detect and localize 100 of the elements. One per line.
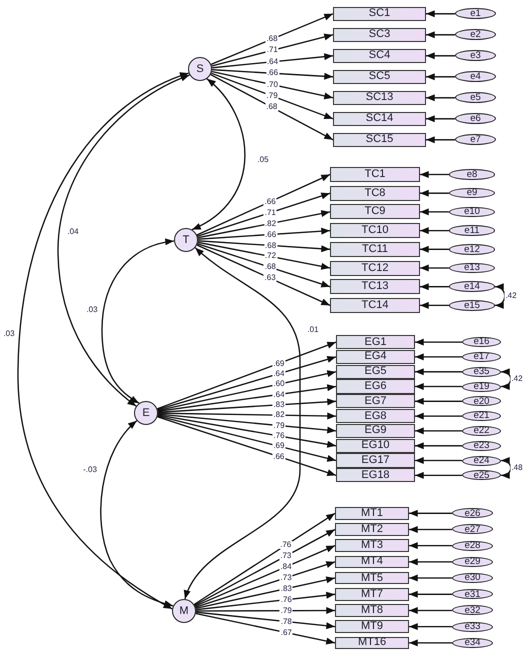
observed-variable-box	[330, 298, 420, 313]
variable-name: EG5	[364, 366, 386, 378]
error-term-ellipse	[452, 605, 493, 616]
variable-name: TC11	[362, 244, 388, 255]
error-term-ellipse	[462, 396, 501, 406]
loading-value: .73	[279, 552, 292, 560]
variable-name: SC13	[366, 92, 394, 104]
observed-variable-box	[336, 468, 415, 482]
loading-value: .60	[272, 380, 286, 388]
factor-loading-arrow	[198, 240, 330, 252]
error-name: e11	[464, 226, 480, 236]
error-term-ellipse	[455, 71, 496, 82]
covariance-arrow	[101, 238, 174, 404]
covariance-value: .01	[306, 326, 320, 334]
error-covariance-arrow	[500, 369, 512, 390]
observed-variable-box	[336, 424, 415, 438]
loading-value: .70	[266, 80, 279, 89]
covariance-value: .42	[504, 292, 518, 300]
observed-variable-box	[335, 572, 409, 584]
error-covariance-arrow	[500, 458, 512, 478]
factor-loading-arrow	[196, 592, 336, 610]
loading-value: .76	[280, 596, 293, 604]
error-term-ellipse	[455, 8, 496, 20]
loading-value: .79	[280, 606, 293, 615]
error-name: e9	[466, 188, 478, 198]
observed-variable-box	[333, 28, 426, 42]
variable-name: MT1	[361, 508, 383, 519]
factor-loading-arrow	[157, 416, 336, 476]
variable-name: EG18	[361, 470, 390, 481]
factor-loading-arrow	[157, 356, 336, 410]
variable-name: TC12	[362, 262, 388, 274]
factor-loading-arrow	[158, 384, 336, 412]
factor-loading-arrow	[197, 243, 330, 288]
error-arrow	[420, 208, 449, 216]
error-term-ellipse	[449, 262, 495, 274]
error-term-ellipse	[455, 113, 496, 124]
covariance-value: .05	[256, 156, 270, 164]
factor-loading-arrow	[197, 192, 330, 237]
error-arrow	[409, 623, 452, 630]
error-arrow	[426, 94, 455, 102]
variable-name: MT5	[361, 572, 383, 584]
loading-value: .72	[264, 252, 278, 260]
error-name: e23	[474, 441, 490, 450]
error-term-ellipse	[449, 300, 495, 311]
error-arrow	[409, 558, 452, 566]
variable-name: SC1	[368, 8, 390, 20]
error-arrow	[415, 338, 462, 346]
covariance-value: .42	[510, 375, 524, 384]
loading-value: .66	[266, 69, 280, 78]
loading-value: .76	[279, 541, 292, 550]
observed-variable-box	[335, 636, 409, 650]
factor-name: M	[179, 606, 189, 616]
error-term-ellipse	[449, 206, 495, 218]
factor-loading-arrow	[198, 228, 330, 240]
covariance-arrow	[17, 72, 189, 610]
variable-name: SC5	[368, 71, 390, 82]
error-term-ellipse	[452, 573, 493, 584]
error-term-ellipse	[462, 456, 501, 466]
covariance-value: .03	[85, 306, 99, 314]
observed-variable-box	[336, 394, 415, 408]
error-term-ellipse	[449, 225, 495, 236]
observed-variable-box	[333, 49, 426, 62]
observed-variable-box	[336, 409, 415, 424]
factor-loading-arrow	[210, 13, 334, 65]
error-name: e20	[474, 396, 490, 406]
variable-name: EG9	[364, 425, 386, 436]
factor-loading-arrow	[212, 69, 334, 80]
error-arrow	[420, 190, 449, 197]
covariance-value: -.03	[82, 466, 98, 474]
error-arrow	[409, 574, 452, 582]
observed-variable-box	[335, 523, 409, 536]
observed-variable-box	[333, 133, 426, 146]
factor-loading-arrow	[196, 612, 336, 645]
factor-loading-arrow	[156, 342, 336, 410]
error-arrow	[415, 398, 462, 405]
factor-loading-arrow	[195, 561, 336, 608]
error-name: e30	[464, 573, 480, 583]
factor-loading-arrow	[157, 415, 336, 462]
error-covariance-arrow	[494, 284, 506, 308]
variable-name: EG4	[364, 351, 386, 362]
error-arrow	[415, 368, 462, 376]
error-arrow	[426, 73, 455, 80]
variable-name: TC13	[362, 281, 388, 292]
factor-loading-arrow	[194, 545, 336, 607]
variable-name: MT3	[361, 540, 383, 552]
loading-value: .68	[265, 35, 279, 44]
error-term-ellipse	[462, 411, 501, 422]
error-name: e34	[464, 638, 480, 648]
error-name: e24	[474, 456, 490, 466]
observed-variable-box	[330, 167, 420, 182]
error-name: e8	[466, 170, 478, 180]
observed-variable-box	[335, 588, 409, 600]
variable-name: TC10	[362, 225, 388, 236]
observed-variable-box	[335, 507, 409, 520]
error-term-ellipse	[449, 169, 495, 180]
variable-name: EG10	[361, 440, 390, 452]
observed-variable-box	[330, 204, 420, 220]
error-term-ellipse	[455, 92, 496, 104]
covariance-value: .04	[66, 228, 80, 236]
loading-value: .67	[280, 628, 293, 637]
